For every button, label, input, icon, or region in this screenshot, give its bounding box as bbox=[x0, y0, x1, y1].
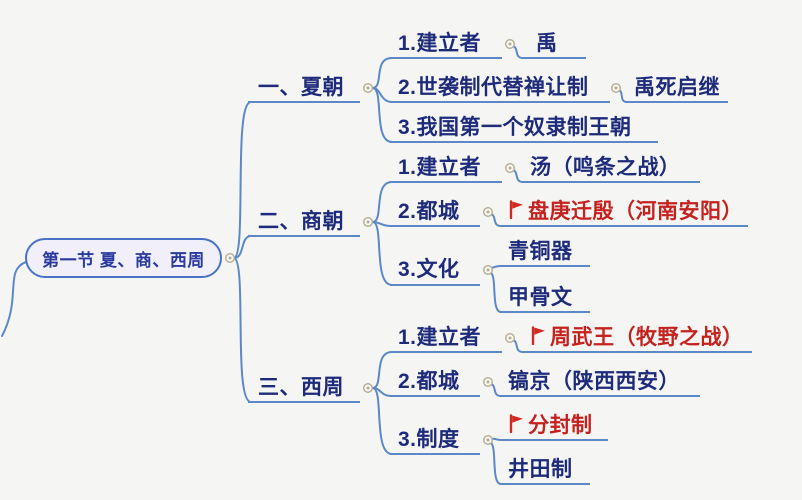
flag-icon bbox=[508, 200, 524, 219]
node-label: 分封制 bbox=[528, 413, 593, 437]
node-haojing[interactable]: 镐京（陕西西安） bbox=[500, 366, 700, 397]
branch-shang[interactable]: 二、商朝 bbox=[248, 206, 360, 237]
root-label: 第一节 夏、商、西周 bbox=[42, 250, 205, 270]
node-zhou-capital[interactable]: 2.都城 bbox=[390, 366, 480, 397]
node-label: 3.我国第一个奴隶制王朝 bbox=[398, 115, 632, 139]
node-label: 甲骨文 bbox=[508, 285, 573, 309]
collapse-toggle[interactable] bbox=[483, 435, 494, 446]
node-label: 禹 bbox=[536, 31, 558, 55]
node-label: 3.制度 bbox=[398, 427, 460, 451]
node-label: 周武王（牧野之战） bbox=[550, 325, 744, 349]
node-shang-founder[interactable]: 1.建立者 bbox=[390, 152, 502, 183]
collapse-toggle[interactable] bbox=[611, 82, 622, 93]
node-label: 1.建立者 bbox=[398, 325, 482, 349]
branch-label: 三、西周 bbox=[258, 375, 344, 399]
collapse-toggle[interactable] bbox=[483, 206, 494, 217]
collapse-toggle[interactable] bbox=[483, 265, 494, 276]
collapse-toggle[interactable] bbox=[505, 162, 516, 173]
node-bronze[interactable]: 青铜器 bbox=[500, 236, 590, 267]
collapse-toggle[interactable] bbox=[483, 377, 494, 388]
collapse-toggle[interactable] bbox=[224, 252, 235, 263]
root-node[interactable]: 第一节 夏、商、西周 bbox=[25, 238, 222, 278]
node-label: 禹死启继 bbox=[634, 75, 720, 99]
node-xia-first-slave-dynasty[interactable]: 3.我国第一个奴隶制王朝 bbox=[390, 112, 658, 143]
node-label: 2.都城 bbox=[398, 199, 460, 223]
node-yu[interactable]: 禹 bbox=[522, 28, 586, 59]
node-tang[interactable]: 汤（鸣条之战） bbox=[522, 152, 700, 183]
node-zhou-institutions[interactable]: 3.制度 bbox=[390, 424, 480, 455]
node-shang-culture[interactable]: 3.文化 bbox=[390, 254, 480, 286]
node-oracle-bone[interactable]: 甲骨文 bbox=[500, 282, 590, 313]
node-label: 1.建立者 bbox=[398, 31, 482, 55]
node-label: 2.都城 bbox=[398, 369, 460, 393]
branch-zhou[interactable]: 三、西周 bbox=[248, 372, 360, 403]
node-label: 井田制 bbox=[508, 457, 573, 481]
branch-label: 一、夏朝 bbox=[258, 75, 344, 99]
node-zhou-founder[interactable]: 1.建立者 bbox=[390, 322, 502, 353]
collapse-toggle[interactable] bbox=[363, 216, 374, 227]
node-xia-hereditary[interactable]: 2.世袭制代替禅让制 bbox=[390, 72, 610, 103]
node-label: 2.世袭制代替禅让制 bbox=[398, 75, 589, 99]
node-shang-capital[interactable]: 2.都城 bbox=[390, 196, 480, 227]
flag-icon bbox=[508, 414, 524, 433]
node-yu-si-qi-ji[interactable]: 禹死启继 bbox=[626, 72, 728, 103]
collapse-toggles bbox=[224, 39, 622, 446]
collapse-toggle[interactable] bbox=[363, 383, 374, 394]
branch-label: 二、商朝 bbox=[258, 209, 344, 233]
collapse-toggle[interactable] bbox=[505, 333, 516, 344]
node-fengjian[interactable]: 分封制 bbox=[500, 410, 608, 441]
node-zhou-wuwang[interactable]: 周武王（牧野之战） bbox=[522, 322, 752, 353]
node-label: 汤（鸣条之战） bbox=[530, 155, 681, 179]
node-label: 1.建立者 bbox=[398, 155, 482, 179]
collapse-toggle[interactable] bbox=[363, 82, 374, 93]
collapse-toggle[interactable] bbox=[505, 39, 516, 50]
node-label: 3.文化 bbox=[398, 258, 460, 281]
connector-paths bbox=[1, 45, 628, 485]
node-xia-founder[interactable]: 1.建立者 bbox=[390, 28, 502, 59]
node-label: 青铜器 bbox=[508, 239, 573, 263]
branch-xia[interactable]: 一、夏朝 bbox=[248, 72, 360, 103]
node-label: 镐京（陕西西安） bbox=[508, 369, 680, 393]
root-tail-line bbox=[1, 261, 27, 337]
node-label: 盘庚迁殷（河南安阳） bbox=[528, 199, 743, 223]
node-jingtian[interactable]: 井田制 bbox=[500, 454, 590, 485]
node-pangeng[interactable]: 盘庚迁殷（河南安阳） bbox=[500, 196, 748, 227]
flag-icon bbox=[530, 326, 546, 345]
